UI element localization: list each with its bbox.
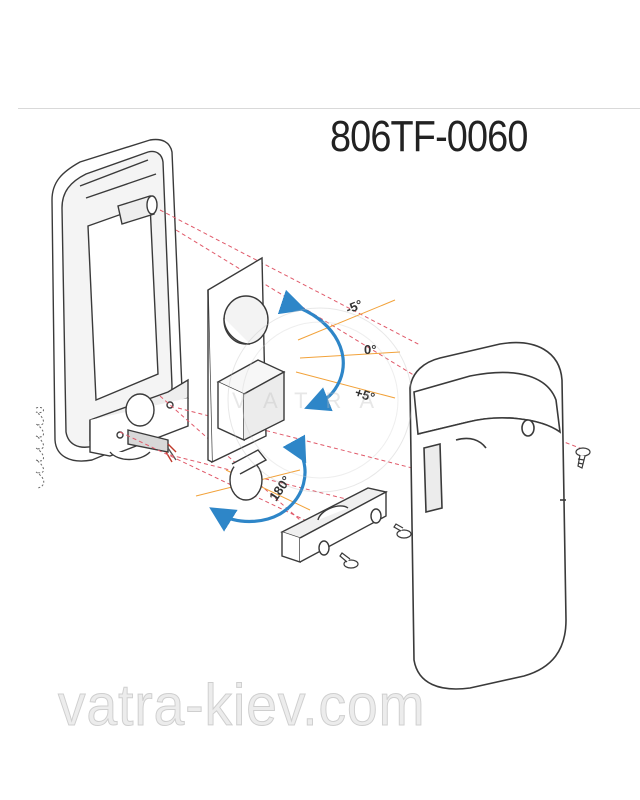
tilt-arrow (277, 289, 345, 412)
svg-text:VATRA: VATRA (232, 388, 392, 413)
angle-label-zero: 0° (364, 342, 376, 357)
watermark-seal: VATRA (227, 307, 413, 493)
watermark-url: vatra-kiev.com (58, 673, 426, 739)
screw-middle (393, 523, 412, 539)
angle-label-minus5: -5° (344, 297, 365, 317)
pivot-plate (207, 256, 286, 501)
top-rule (18, 108, 640, 109)
clamp-bar (280, 487, 388, 563)
angle-label-plus5: +5° (353, 385, 377, 405)
cable-coil (35, 406, 45, 489)
photocell-housing (409, 341, 567, 690)
rotate-180-arrow (209, 434, 307, 532)
part-number-title: 806TF-0060 (330, 112, 528, 161)
wall-bracket (51, 138, 189, 463)
screw-bottom (339, 552, 359, 569)
rotation-arrows (209, 289, 345, 532)
screw-top (575, 447, 591, 469)
